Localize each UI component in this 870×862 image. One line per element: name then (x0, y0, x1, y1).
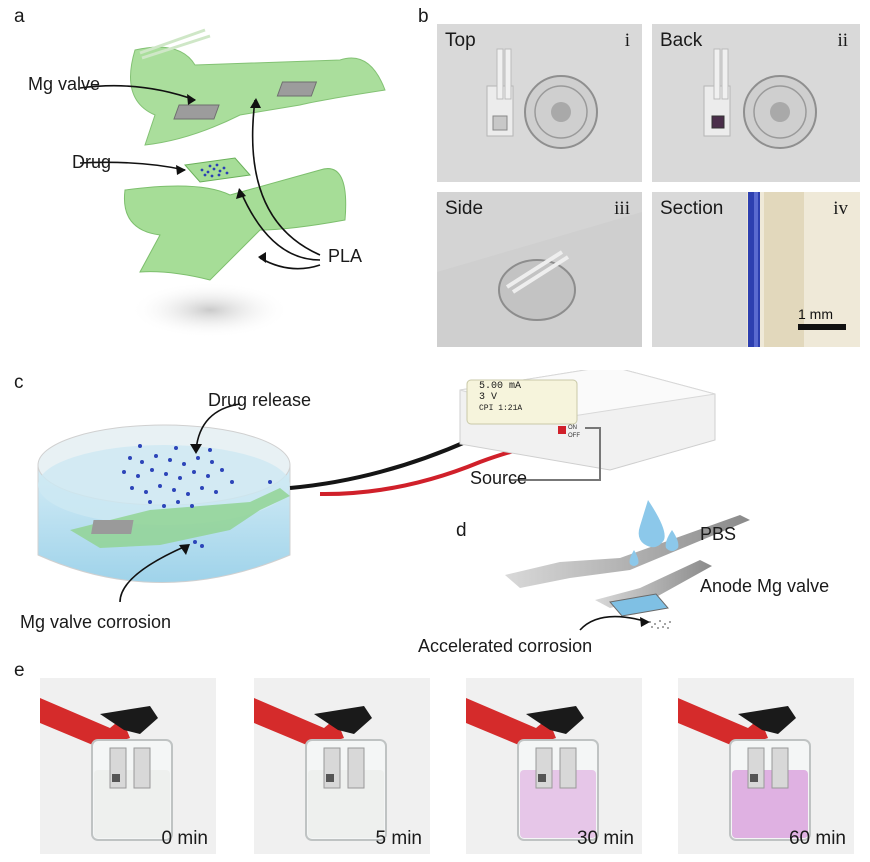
label-drug-release: Drug release (208, 390, 312, 410)
label-pbs: PBS (700, 524, 737, 544)
panel-d-letter: d (456, 520, 467, 541)
source-display (466, 379, 578, 425)
photo-back: Back ii (652, 24, 860, 182)
mg-valve-right (276, 81, 318, 97)
photo-side-roman: iii (614, 198, 630, 219)
panel-a-illustration (79, 28, 386, 338)
beaker-photo: 5 min (254, 678, 430, 854)
pbs-drop-large (638, 500, 665, 548)
beaker-photo: 30 min (466, 678, 642, 854)
electrode-strip-2 (595, 560, 712, 608)
source-stand (510, 427, 601, 481)
beaker-photo: 0 min (40, 678, 216, 854)
label-accelerated-corrosion: Accelerated corrosion (418, 636, 593, 656)
arrow-pla-2 (239, 189, 321, 261)
beaker-photo: 60 min (678, 678, 854, 854)
pbs-drop-small (665, 530, 679, 551)
display-off: OFF (568, 433, 580, 439)
device-display-text: 5.00 mA 3 V CPI 1:21A (479, 381, 522, 414)
label-drug: Drug (72, 152, 112, 172)
top-pla-layer (130, 46, 386, 146)
anode-valve-area (609, 593, 669, 617)
label-pla: PLA (328, 246, 363, 266)
time-label: 5 min (375, 828, 422, 849)
display-mode: CPI 1:21A (479, 404, 523, 413)
display-voltage: 3 V (479, 392, 498, 403)
label-mg-valve-corrosion: Mg valve corrosion (20, 612, 172, 632)
display-current: 5.00 mA (479, 381, 522, 392)
drug-layer (184, 157, 251, 183)
arrow-accelerated (579, 615, 649, 631)
photo-side: Side iii (437, 192, 642, 347)
photo-section-roman: iv (833, 198, 848, 219)
arrow-pla-1 (251, 99, 321, 256)
panel-d-illustration (505, 500, 750, 631)
time-label: 60 min (788, 828, 846, 849)
panel-c-letter: c (14, 372, 24, 393)
released-drug-dots (122, 444, 272, 548)
display-on: ON (568, 425, 577, 431)
dish-valve (91, 520, 134, 534)
device-shadow (130, 282, 290, 338)
photo-top-title: Top (445, 30, 476, 51)
corrosion-particles (649, 620, 671, 629)
panel-c-illustration (37, 370, 716, 603)
photo-section: Section iv 1 mm (652, 192, 860, 347)
drug-dots (200, 163, 229, 178)
top-tails (139, 28, 211, 60)
photo-top-roman: i (624, 30, 630, 51)
arrow-drug-release (195, 403, 241, 451)
time-label: 0 min (161, 828, 208, 849)
photo-section-title: Section (660, 198, 724, 219)
label-anode-mg-valve: Anode Mg valve (700, 576, 830, 596)
photo-top: Top i (437, 24, 642, 182)
panel-e-letter: e (14, 660, 25, 681)
bottom-pla-layer (123, 168, 347, 281)
pbs-drop-tiny (629, 550, 639, 566)
panel-a-letter: a (14, 6, 25, 27)
photo-side-title: Side (445, 198, 484, 219)
photo-back-title: Back (660, 30, 703, 51)
panel-b-letter: b (418, 6, 429, 27)
label-source: Source (470, 468, 528, 488)
arrow-corrosion (119, 545, 187, 603)
arrow-mg-valve (79, 84, 196, 101)
electrode-strip-1 (505, 515, 750, 588)
arrow-drug (79, 161, 186, 171)
mg-valve-left (173, 104, 220, 120)
label-mg-valve: Mg valve (28, 74, 101, 94)
scale-bar-label: 1 mm (798, 306, 833, 322)
time-label: 30 min (576, 828, 634, 849)
photo-back-roman: ii (837, 30, 848, 51)
